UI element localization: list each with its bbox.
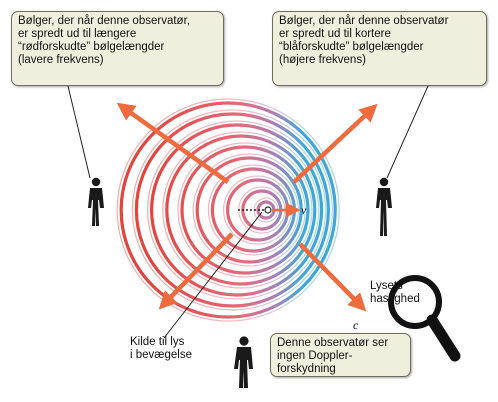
callout-no-shift-observer: Denne observatør ser ingen Doppler- fors… [270,333,411,377]
velocity-symbol: v [301,203,307,217]
callout-redshift-line-2: er spredt ud til længere [18,28,137,40]
wavefront-ring [195,156,303,264]
light-speed-symbol: c [353,318,359,332]
leader-line-right [386,85,429,179]
magnifier-icon [388,275,461,362]
callout-no-shift-line-1: Denne observatør ser [277,337,389,349]
wavefront-ring-shadow [192,153,306,267]
moving-source-label-line-2: i bevægelse [130,349,193,361]
callout-no-shift-line-3: forskydning [277,363,336,375]
moving-source-label-line-1: Kilde til lys [130,336,185,348]
wavefront-ring [134,112,330,308]
light-speed-label-line-2: hastighed [370,293,420,305]
callout-blueshift-observer: Bølger, der når denne observatør er spre… [272,11,487,86]
observer-left [88,177,104,226]
wavefront-ring [150,123,324,297]
wavefront-ring-shadow [162,131,320,289]
callout-redshift-observer: Bølger, der når denne observatør, er spr… [11,11,224,86]
wavefront-rings [116,98,340,322]
wavefront-ring-shadow [147,120,327,300]
light-speed-label: Lysets hastighed [370,280,420,306]
leader-line-left [67,85,91,179]
wavefront-ring-shadow [177,142,313,278]
light-source [264,206,272,214]
arrow-up-left [116,102,230,184]
wavefront-ring-shadow [131,109,333,311]
callout-redshift-line-3: “rødforskudte” bølgelængder [18,41,165,53]
callout-redshift-line-4: (lavere frekvens) [18,54,104,66]
wavefront-ring [119,101,337,319]
arrow-up-right [292,103,378,184]
wavefront-ring [180,145,310,275]
callout-blueshift-line-1: Bølger, der når denne observatør [279,15,449,27]
wavefront-ring-shadow [116,98,340,322]
light-speed-label-line-1: Lysets [370,280,403,292]
callout-redshift-line-1: Bølger, der når denne observatør, [18,15,190,27]
callout-blueshift-line-2: er spredt ud til kortere [279,28,391,40]
callout-no-shift-line-2: ingen Doppler- [277,350,353,362]
callout-blueshift-line-4: (højere frekvens) [279,54,366,66]
wavefront-ring [165,134,317,286]
observer-bottom [234,336,253,388]
arrow-down-left [158,232,234,310]
observer-right [376,177,392,236]
callout-blueshift-line-3: “blåforskudte” bølgelængder [279,41,424,53]
moving-source-label: Kilde til lys i bevægelse [130,336,192,362]
leader-line-source [163,211,263,339]
arrow-down-right [298,242,367,312]
